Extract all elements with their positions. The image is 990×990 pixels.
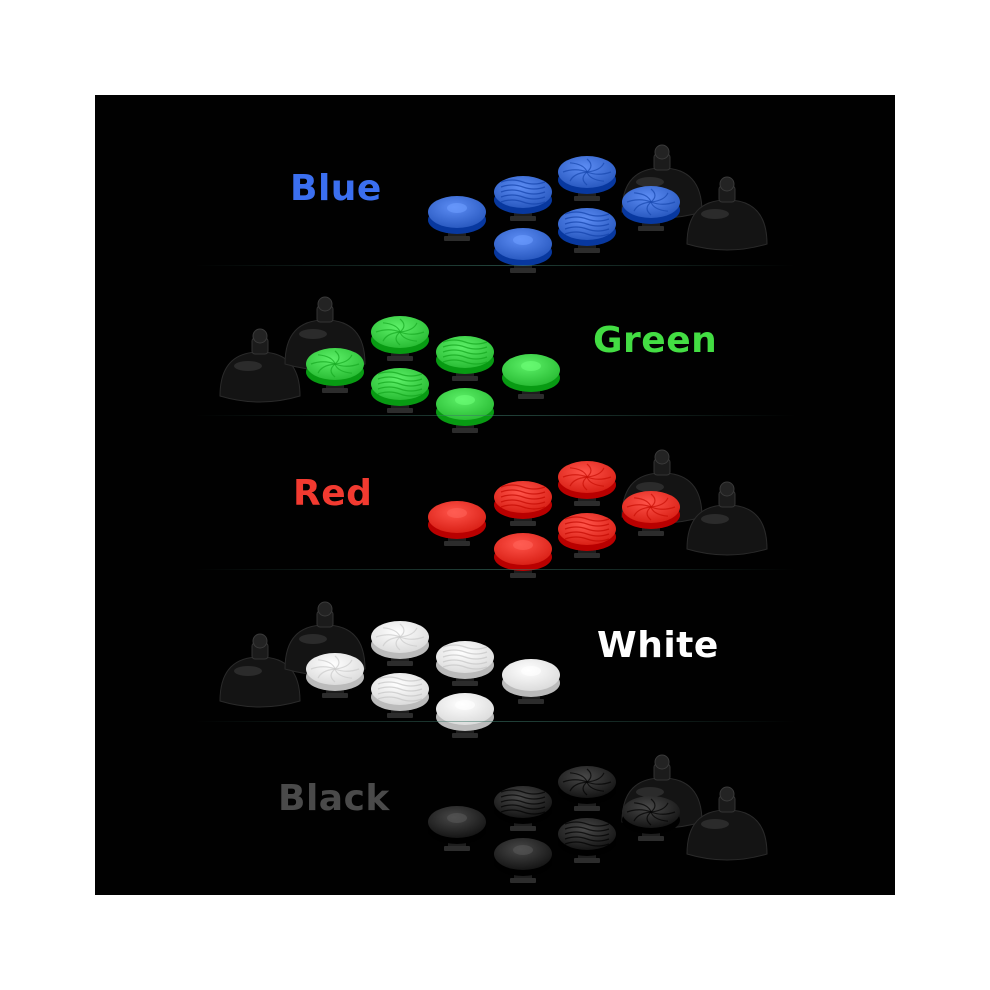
thumbsticks-red — [428, 449, 768, 578]
label-red: Red — [293, 473, 373, 514]
label-blue: Blue — [290, 168, 382, 209]
thumbstick-cap — [436, 388, 494, 433]
thumbsticks-blue — [428, 144, 768, 273]
row-white: White — [95, 587, 895, 741]
black-dome-stick — [219, 328, 301, 403]
thumbstick-cap — [428, 806, 486, 851]
label-green: Green — [593, 320, 718, 361]
thumbstick-cap — [428, 501, 486, 546]
thumbstick-cap — [494, 533, 552, 578]
thumbstick-cap — [558, 513, 616, 558]
row-red: Red — [95, 435, 895, 589]
row-blue: Blue — [95, 130, 895, 284]
thumbstick-cap — [436, 641, 494, 686]
divider-2 — [195, 415, 795, 416]
thumbstick-cap — [371, 368, 429, 413]
thumbstick-cap — [428, 196, 486, 241]
thumbstick-cap — [494, 481, 552, 526]
label-white: White — [597, 625, 719, 666]
thumbstick-cap — [502, 659, 560, 704]
thumbstick-cap — [622, 186, 680, 231]
black-dome-stick — [686, 176, 768, 251]
thumbstick-cap — [371, 316, 429, 361]
thumbstick-cap — [558, 766, 616, 811]
black-dome-stick — [219, 633, 301, 708]
thumbstick-cap — [558, 156, 616, 201]
thumbstick-cap — [558, 208, 616, 253]
divider-3 — [195, 569, 795, 570]
row-black: Black — [95, 740, 895, 894]
label-black: Black — [278, 778, 390, 819]
divider-4 — [195, 721, 795, 722]
product-image: Blue Green Red White Black — [95, 95, 895, 895]
thumbstick-cap — [494, 838, 552, 883]
thumbstick-cap — [494, 786, 552, 831]
thumbstick-cap — [558, 818, 616, 863]
thumbsticks-black — [428, 754, 768, 883]
thumbsticks-white — [219, 601, 560, 738]
row-green: Green — [95, 282, 895, 436]
black-dome-stick — [686, 786, 768, 861]
thumbsticks-green — [219, 296, 560, 433]
thumbstick-cap — [436, 693, 494, 738]
thumbstick-cap — [622, 491, 680, 536]
thumbstick-cap — [371, 621, 429, 666]
thumbstick-cap — [502, 354, 560, 399]
thumbstick-cap — [494, 176, 552, 221]
thumbstick-cap — [306, 348, 364, 393]
thumbstick-cap — [558, 461, 616, 506]
black-dome-stick — [686, 481, 768, 556]
thumbstick-cap — [436, 336, 494, 381]
thumbstick-cap — [622, 796, 680, 841]
thumbstick-cap — [306, 653, 364, 698]
divider-1 — [195, 265, 795, 266]
thumbstick-cap — [494, 228, 552, 273]
thumbstick-cap — [371, 673, 429, 718]
